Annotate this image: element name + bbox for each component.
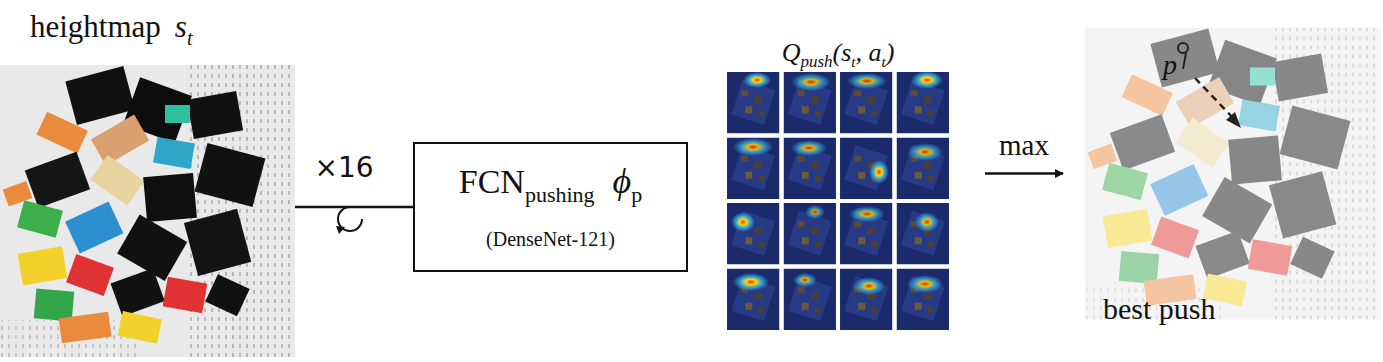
heightmap-image	[0, 65, 295, 357]
point-label: p	[1160, 50, 1180, 81]
process-box: FCNpushing ϕp (DenseNet-121)	[413, 142, 688, 272]
text-row: (DenseNet-121)	[415, 228, 686, 251]
node-text: (s	[833, 38, 852, 67]
node-text: push	[800, 52, 832, 71]
node-text: , a	[856, 38, 882, 67]
heatmap-node: Qpush(st, at)	[727, 72, 949, 330]
connector-line	[295, 206, 413, 209]
q-heatmap-grid	[727, 72, 949, 330]
best-push-image	[1085, 12, 1380, 335]
text-row: best push	[1103, 292, 1216, 326]
edge-label: max	[996, 130, 1052, 162]
node-text: (DenseNet-121)	[486, 228, 615, 250]
text-row: FCNpushing ϕp	[415, 160, 686, 208]
node-text: pushing	[525, 182, 595, 207]
node-text: t	[851, 54, 855, 70]
text-row: heightmap st	[30, 9, 193, 50]
node-text: ϕ	[613, 161, 632, 201]
node-text: t	[882, 54, 886, 70]
node-text: FCN	[459, 163, 525, 200]
node-text: best push	[1103, 292, 1216, 325]
node-text: Q	[782, 38, 801, 67]
heightmap-node: heightmapst	[0, 65, 295, 357]
connector-arrow	[985, 172, 1063, 175]
node-text: p	[631, 182, 642, 207]
node-text: t	[187, 27, 193, 49]
node-text: )	[886, 38, 895, 67]
node-text: heightmap	[30, 9, 161, 44]
text-row: Qpush(st, at)	[727, 38, 949, 72]
edge-label: ×16	[311, 153, 376, 184]
node-text: s	[175, 9, 187, 44]
image-node: best push	[1085, 12, 1380, 335]
